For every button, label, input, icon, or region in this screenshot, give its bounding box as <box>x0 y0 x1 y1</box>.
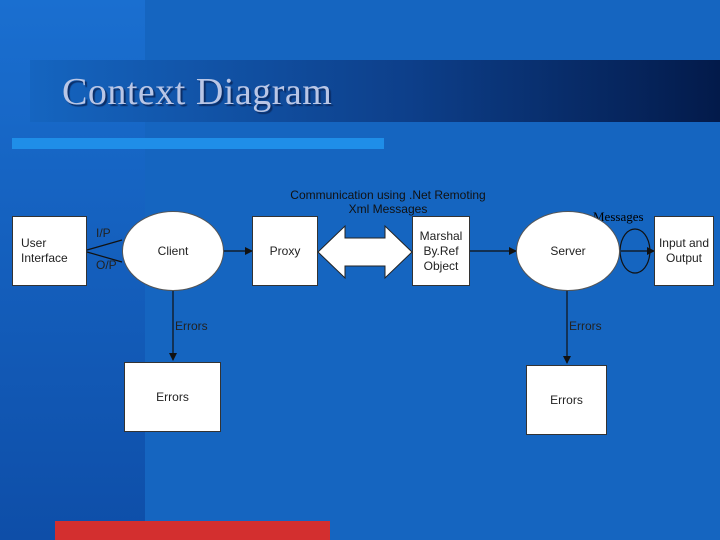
communication-note-line2: Xml Messages <box>348 202 428 216</box>
client-errors-box: Errors <box>124 362 221 432</box>
slide-title: Context Diagram <box>62 71 333 113</box>
marshal-label: Marshal By.Ref Object <box>419 228 463 273</box>
user-interface-label: User Interface <box>21 236 68 265</box>
input-output-label: Input and Output <box>658 236 710 265</box>
ip-label: I/P <box>96 226 111 240</box>
proxy-box: Proxy <box>252 216 318 286</box>
bottom-accent-bar <box>55 521 330 540</box>
input-output-box: Input and Output <box>654 216 714 286</box>
messages-label: Messages <box>593 209 644 224</box>
server-errors-label: Errors <box>569 319 602 333</box>
marshal-box: Marshal By.Ref Object <box>412 216 470 286</box>
title-accent-bar <box>12 138 384 149</box>
communication-note-line1: Communication using .Net Remoting <box>290 188 486 202</box>
server-label: Server <box>550 243 586 258</box>
communication-note: Communication using .Net Remoting Xml Me… <box>262 188 514 216</box>
client-errors-label: Errors <box>175 319 208 333</box>
server-node: Server <box>516 211 620 291</box>
op-label: O/P <box>96 258 117 272</box>
server-errors-box: Errors <box>526 365 607 435</box>
client-errors-box-label: Errors <box>156 389 189 404</box>
proxy-label: Proxy <box>269 243 301 258</box>
server-errors-box-label: Errors <box>550 392 583 407</box>
user-interface-box: User Interface <box>12 216 87 286</box>
client-node: Client <box>122 211 224 291</box>
client-label: Client <box>157 243 189 258</box>
